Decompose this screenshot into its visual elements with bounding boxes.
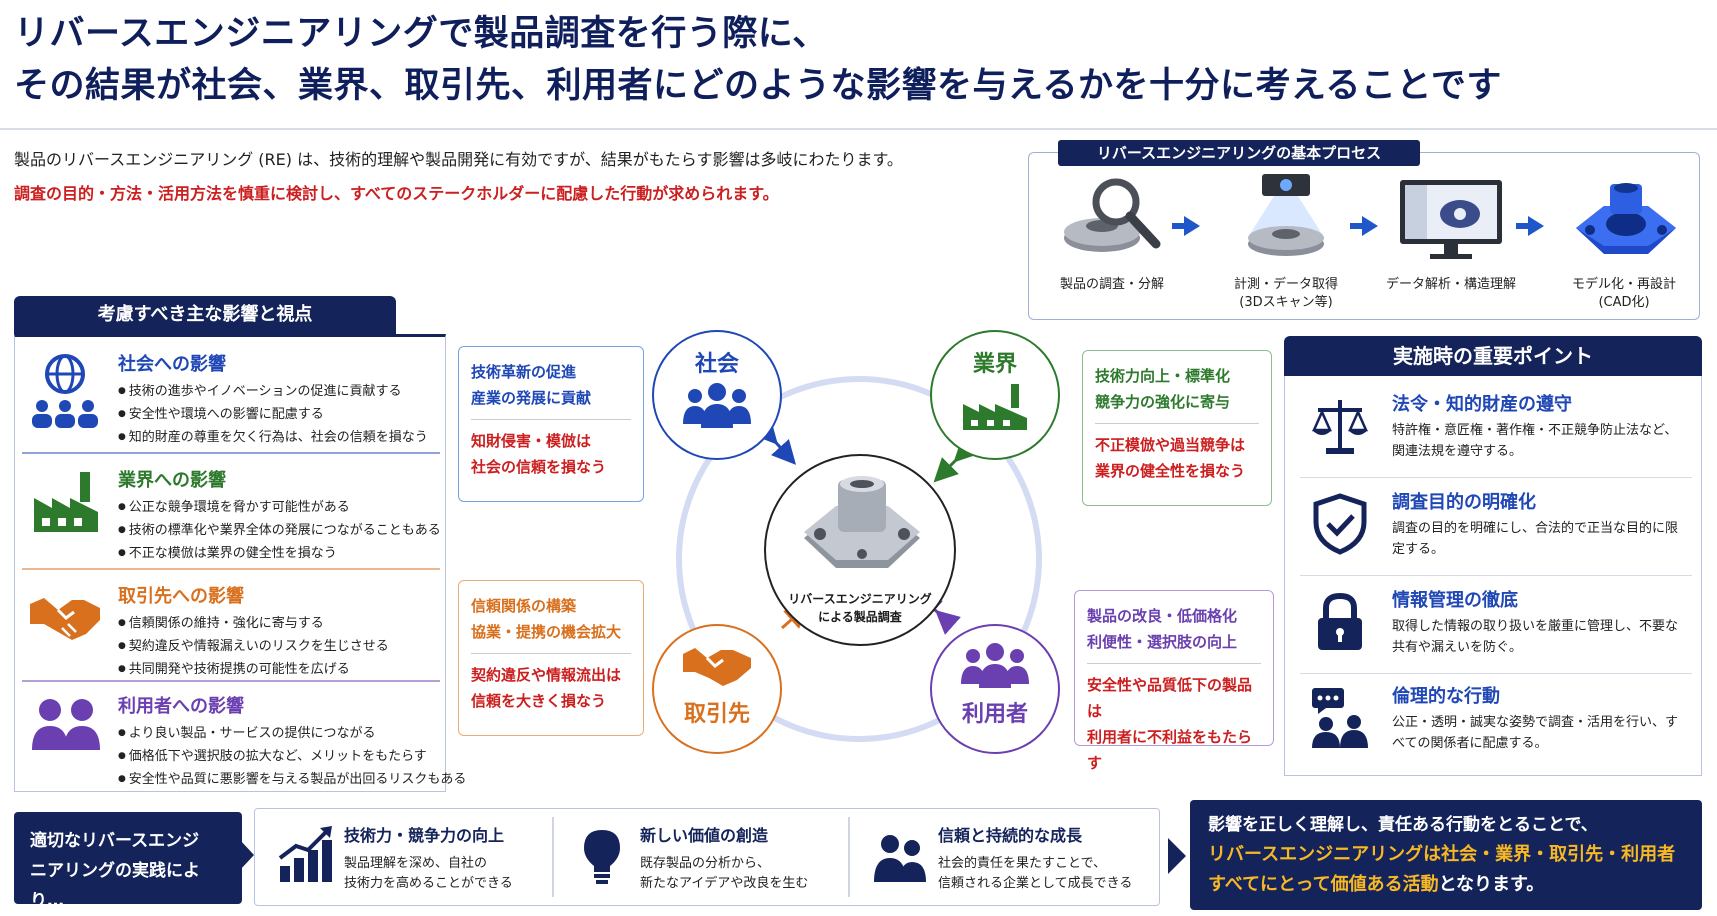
- divider: [848, 817, 850, 897]
- key-points-title: 実施時の重要ポイント: [1284, 336, 1702, 376]
- impacts-panel-title: 考慮すべき主な影響と視点: [14, 296, 396, 334]
- center-product-node: リバースエンジニアリング による製品調査: [764, 454, 956, 646]
- society-effects-card: 技術革新の促進 産業の発展に貢献 知財侵害・模倣は 社会の信頼を損なう: [458, 346, 644, 502]
- users-icon: [32, 699, 100, 750]
- industry-effects-card: 技術力向上・標準化 競争力の強化に寄与 不正模倣や過当競争は 業界の健全性を損な…: [1082, 350, 1272, 506]
- page-title: リバースエンジニアリングで製品調査を行う際に、 その結果が社会、業界、取引先、利…: [14, 8, 1502, 112]
- benefit-item: 信頼と持続的な成長 社会的責任を果たすことで、 信頼される企業として成長できる: [856, 808, 1156, 906]
- people-group-icon: [683, 383, 751, 428]
- list-item: 公正な競争環境を脅かす可能性がある: [118, 496, 532, 519]
- arrow-right-icon: [1184, 216, 1200, 236]
- arrow-right-icon: [240, 840, 254, 870]
- user-node: 利用者: [930, 624, 1060, 754]
- user-impact-heading: 利用者への影響: [118, 696, 244, 717]
- list-item: 価格低下や選択肢の拡大など、メリットをもたらす: [118, 745, 532, 768]
- list-item: より良い製品・サービスの提供につながる: [118, 722, 532, 745]
- magnifier-part-icon: [1064, 178, 1161, 252]
- benefit-item: 技術力・競争力の向上 製品理解を深め、自社の 技術力を高めることができる: [262, 808, 552, 906]
- section-divider: [22, 680, 440, 682]
- arrow-right-icon: [1516, 223, 1530, 229]
- key-points-panel: [1284, 376, 1702, 776]
- industry-node: 業界: [930, 330, 1060, 460]
- growth-chart-icon: [278, 826, 332, 882]
- benefits-box: [254, 808, 1160, 906]
- handshake-icon: [30, 598, 100, 640]
- arrow-right-icon: [1362, 216, 1378, 236]
- partner-effects-card: 信頼関係の構築 協業・提携の機会拡大 契約違反や情報流出は 信頼を大きく損なう: [458, 580, 644, 736]
- industry-impact-section: 業界への影響 公正な競争環境を脅かす可能性がある 技術の標準化や業界全体の発展に…: [118, 466, 532, 565]
- divider: [0, 128, 1717, 130]
- process-step-1: 製品の調査・分解: [1059, 277, 1164, 292]
- process-step-3: データ解析・構造理解: [1385, 277, 1516, 292]
- cad-model-icon: [1576, 183, 1676, 254]
- list-item: 技術の進歩やイノベーションの促進に貢献する: [118, 380, 532, 403]
- users-icon: [961, 643, 1029, 688]
- intro-emphasis: 調査の目的・方法・活用方法を慎重に検討し、すべてのステークホルダーに配慮した行動…: [14, 184, 779, 203]
- user-impact-section: 利用者への影響 より良い製品・サービスの提供につながる 価格低下や選択肢の拡大な…: [118, 692, 532, 791]
- user-effects-card: 製品の改良・低価格化 利便性・選択肢の向上 安全性や品質低下の製品は 利用者に不…: [1074, 590, 1274, 772]
- handshake-icon: [683, 648, 751, 686]
- society-impact-section: 社会への影響 技術の進歩やイノベーションの促進に貢献する 安全性や環境への影響に…: [118, 350, 532, 449]
- intro-text: 製品のリバースエンジニアリング (RE) は、技術的理解や製品開発に有効ですが、…: [14, 150, 903, 169]
- key-point-item: 情報管理の徹底 取得した情報の取り扱いを厳重に管理し、不要な共有や漏えいを防ぐ。: [1300, 580, 1692, 674]
- arrow-right-icon: [1350, 223, 1364, 229]
- list-item: 共同開発や技術提携の可能性を広げる: [118, 658, 532, 681]
- arrow-right-icon: [1528, 216, 1544, 236]
- process-step-2: 計測・データ取得 (3Dスキャン等): [1233, 277, 1338, 310]
- factory-icon: [963, 384, 1027, 430]
- arrow-right-icon: [1168, 838, 1186, 874]
- shield-check-icon: [1313, 493, 1367, 555]
- globe-people-icon: [32, 354, 98, 428]
- people-icon: [874, 835, 926, 882]
- list-item: 安全性や品質に悪影響を与える製品が出回るリスクもある: [118, 768, 532, 791]
- list-item: 知的財産の尊重を欠く行為は、社会の信頼を損なう: [118, 426, 532, 449]
- partner-impact-heading: 取引先への影響: [118, 586, 244, 607]
- lightbulb-icon: [584, 830, 620, 884]
- key-point-item: 倫理的な行動 公正・透明・誠実な姿勢で調査・活用を行い、すべての関係者に配慮する…: [1300, 676, 1692, 770]
- conclusion-box: 影響を正しく理解し、責任ある行動をとることで、 リバースエンジニアリングは社会・…: [1190, 800, 1702, 910]
- process-step-4: モデル化・再設計 (CAD化): [1571, 277, 1676, 310]
- center-label: リバースエンジニアリング: [788, 592, 932, 606]
- padlock-icon: [1318, 592, 1362, 650]
- people-chat-icon: [1312, 688, 1368, 748]
- section-divider: [22, 452, 440, 454]
- process-title: リバースエンジニアリングの基本プロセス: [1058, 140, 1420, 166]
- monitor-analysis-icon: [1400, 180, 1502, 259]
- list-item: 信頼関係の維持・強化に寄与する: [118, 612, 532, 635]
- partner-node: 取引先: [652, 624, 782, 754]
- society-node: 社会: [652, 330, 782, 460]
- section-divider: [22, 568, 440, 570]
- industry-impact-heading: 業界への影響: [118, 470, 226, 491]
- list-item: 契約違反や情報漏えいのリスクを生じさせる: [118, 635, 532, 658]
- key-point-item: 法令・知的財産の遵守 特許権・意匠権・著作権・不正競争防止法など、関連法規を遵守…: [1300, 384, 1692, 478]
- bottom-lead-box: 適切なリバースエンジ ニアリングの実践により…: [14, 812, 242, 911]
- arrow-right-icon: [1172, 223, 1186, 229]
- stakeholder-ring: [676, 376, 1042, 742]
- 3d-scanner-icon: [1248, 174, 1324, 256]
- list-item: 安全性や環境への影響に配慮する: [118, 403, 532, 426]
- partner-impact-section: 取引先への影響 信頼関係の維持・強化に寄与する 契約違反や情報漏えいのリスクを生…: [118, 582, 532, 681]
- benefit-item: 新しい価値の創造 既存製品の分析から、 新たなアイデアや改良を生む: [558, 808, 848, 906]
- title-line-2: その結果が社会、業界、取引先、利用者にどのような影響を与えるかを十分に考えること…: [14, 66, 1502, 106]
- factory-icon: [34, 472, 98, 532]
- scales-icon: [1312, 400, 1368, 454]
- machined-part-icon: [804, 476, 920, 568]
- list-item: 不正な模倣は業界の健全性を損なう: [118, 542, 532, 565]
- center-label: による製品調査: [818, 610, 902, 624]
- title-line-1: リバースエンジニアリングで製品調査を行う際に、: [14, 14, 828, 54]
- divider: [552, 817, 554, 897]
- list-item: 技術の標準化や業界全体の発展につながることもある: [118, 519, 532, 542]
- society-impact-heading: 社会への影響: [118, 354, 226, 375]
- key-point-item: 調査目的の明確化 調査の目的を明確にし、合法的で正当な目的に限定する。: [1300, 482, 1692, 576]
